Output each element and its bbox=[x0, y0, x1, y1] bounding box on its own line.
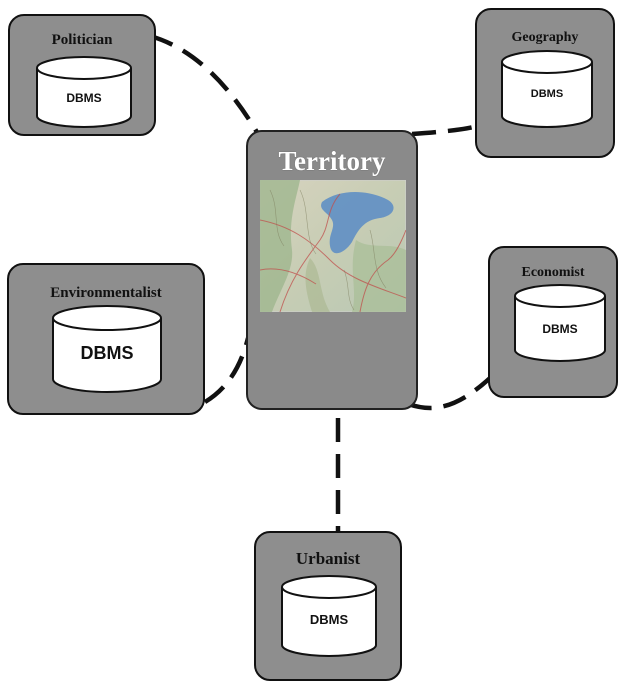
connector-politician bbox=[149, 33, 260, 136]
connector-environmentalist bbox=[203, 337, 251, 404]
connector-geography bbox=[411, 123, 479, 137]
connector-economist bbox=[407, 376, 492, 411]
db-label-urbanist: DBMS bbox=[309, 612, 349, 627]
actor-title-urbanist: Urbanist bbox=[295, 549, 361, 568]
database-cylinder-icon: DBMS bbox=[281, 575, 377, 657]
actor-box-politician: Politician DBMS bbox=[8, 14, 156, 136]
territory-title: Territory bbox=[278, 146, 386, 176]
actor-title-politician: Politician bbox=[51, 32, 113, 48]
actor-title-environmentalist: Environmentalist bbox=[50, 285, 162, 301]
db-label-environmentalist: DBMS bbox=[80, 343, 134, 363]
db-label-economist: DBMS bbox=[542, 322, 578, 336]
actor-box-environmentalist: Environmentalist DBMS bbox=[7, 263, 205, 415]
db-label-geography: DBMS bbox=[530, 88, 564, 100]
actor-box-economist: Economist DBMS bbox=[488, 246, 618, 398]
db-label-politician: DBMS bbox=[66, 91, 102, 105]
database-cylinder-icon: DBMS bbox=[501, 50, 593, 128]
territory-box: Territory bbox=[246, 130, 418, 410]
actor-box-urbanist: Urbanist DBMS bbox=[254, 531, 402, 681]
database-cylinder-icon: DBMS bbox=[514, 284, 606, 362]
actor-title-geography: Geography bbox=[511, 30, 579, 45]
territory-map-image bbox=[259, 179, 407, 313]
actor-box-geography: Geography DBMS bbox=[475, 8, 615, 158]
database-cylinder-icon: DBMS bbox=[36, 56, 132, 128]
database-cylinder-icon: DBMS bbox=[52, 305, 162, 393]
actor-title-economist: Economist bbox=[521, 265, 585, 280]
